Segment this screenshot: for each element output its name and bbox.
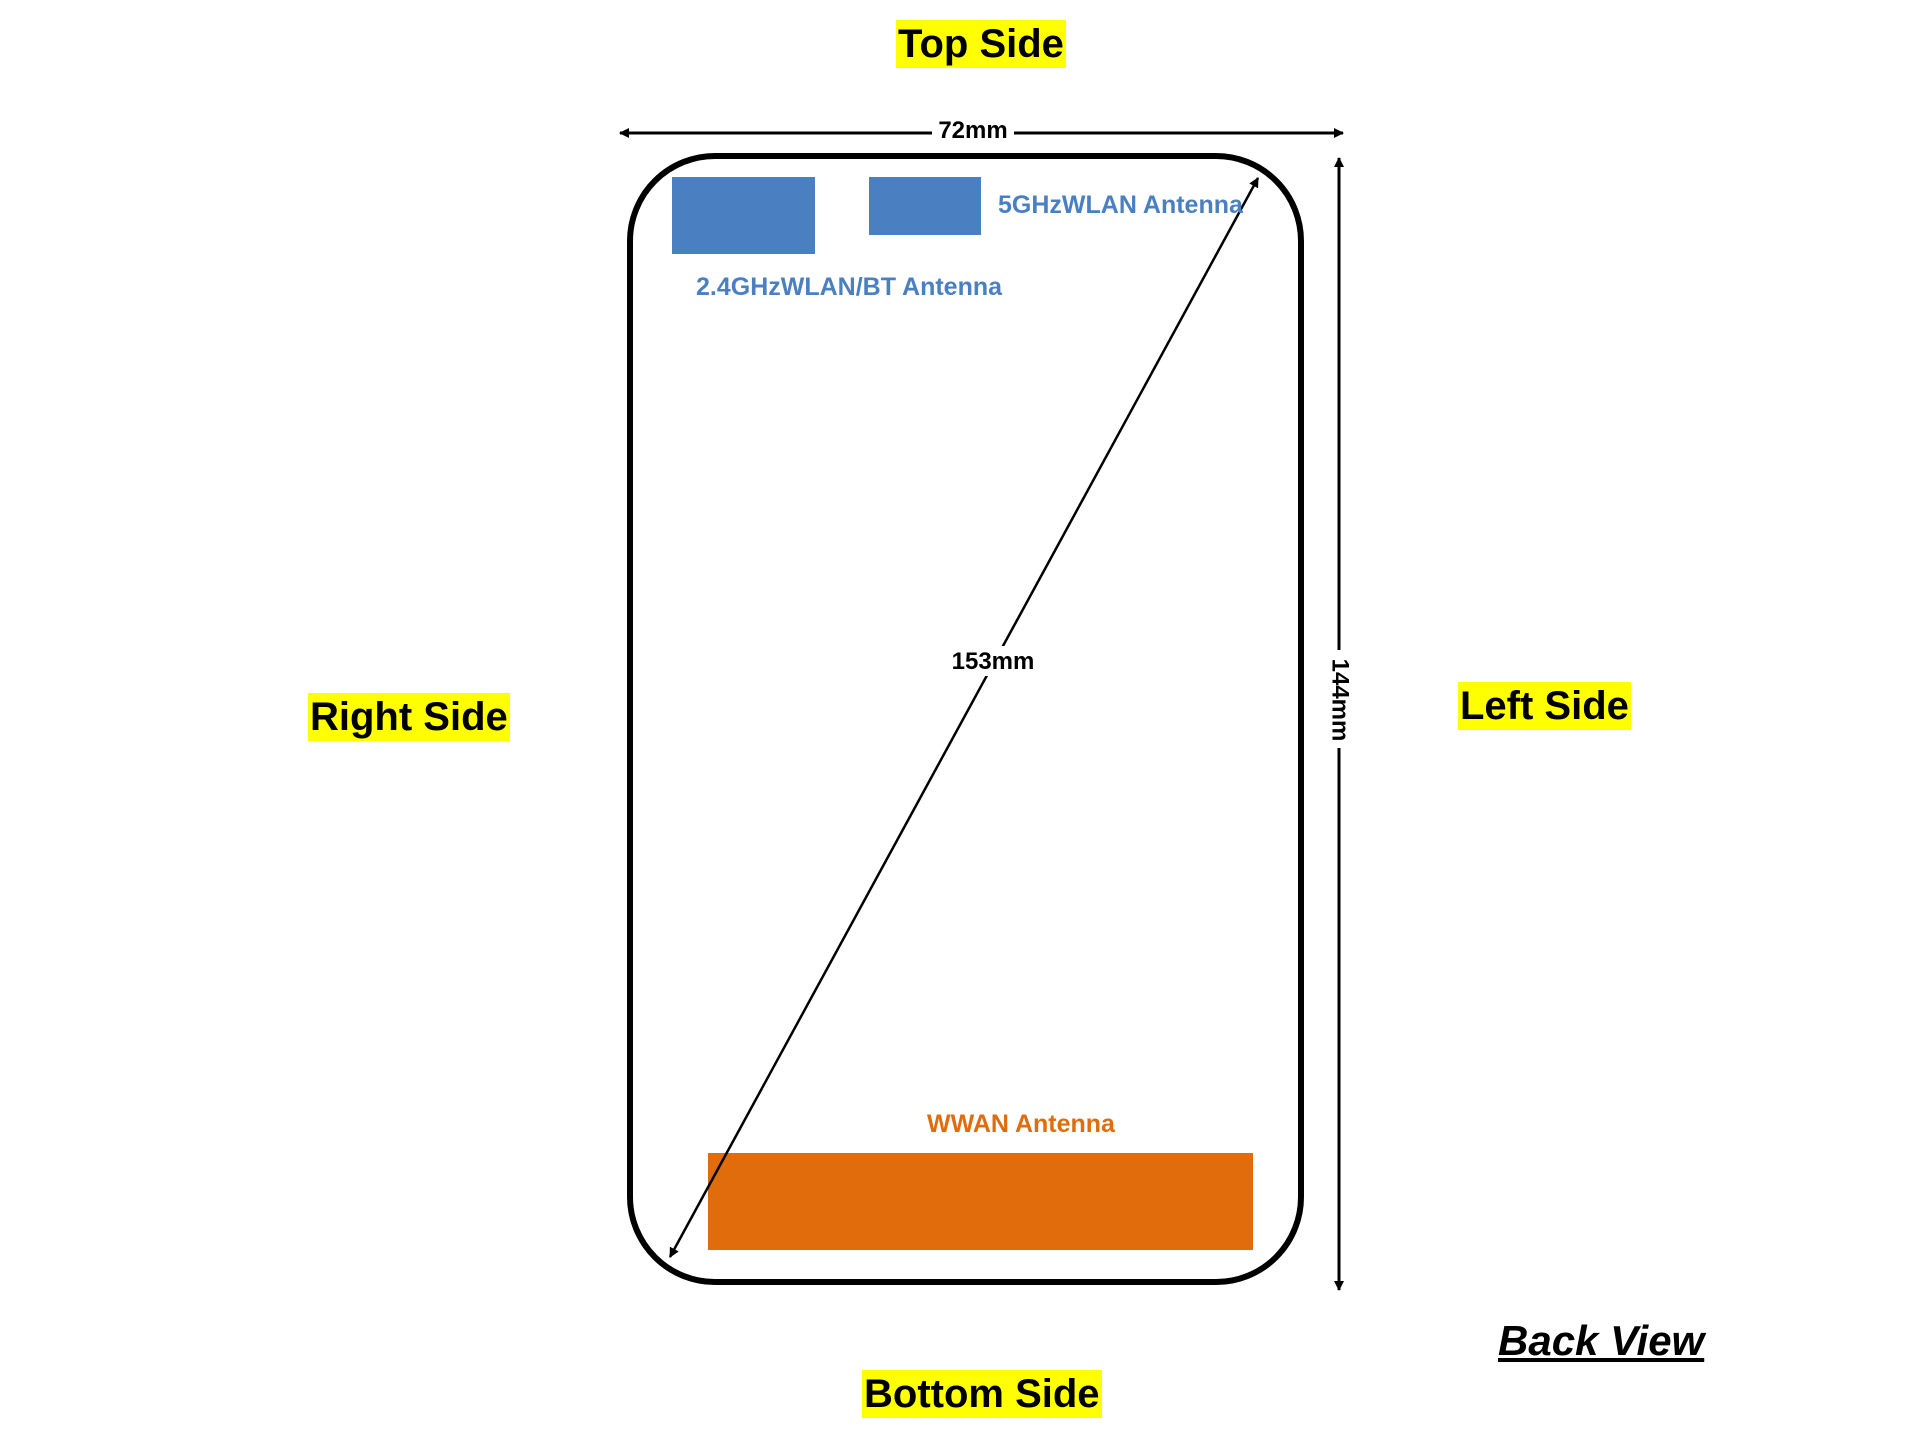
wlan-24ghz-bt-antenna-label: 2.4GHzWLAN/BT Antenna	[696, 273, 1003, 301]
height-dimension-label: 144mm	[1327, 659, 1354, 742]
height-label-bg	[1327, 650, 1353, 748]
wlan-5ghz-antenna-label: 5GHzWLAN Antenna	[998, 191, 1244, 219]
width-dimension-label: 72mm	[938, 117, 1007, 144]
right-side-label: Right Side	[308, 693, 510, 741]
wwan-antenna	[708, 1153, 1253, 1250]
bottom-side-label: Bottom Side	[862, 1370, 1102, 1418]
diagonal-dimension-label: 153mm	[952, 648, 1035, 675]
top-side-label: Top Side	[896, 20, 1066, 68]
wwan-antenna-label: WWAN Antenna	[927, 1110, 1116, 1138]
back-view-title: Back View	[1498, 1317, 1705, 1364]
diagonal-label-bg	[944, 646, 1044, 676]
left-side-label: Left Side	[1458, 682, 1631, 730]
diagonal-dimension-arrow	[668, 177, 1260, 1258]
device-outline	[627, 153, 1304, 1285]
wlan-5ghz-antenna	[869, 177, 981, 235]
wlan-24ghz-bt-antenna	[672, 177, 815, 254]
width-label-bg	[932, 117, 1014, 145]
